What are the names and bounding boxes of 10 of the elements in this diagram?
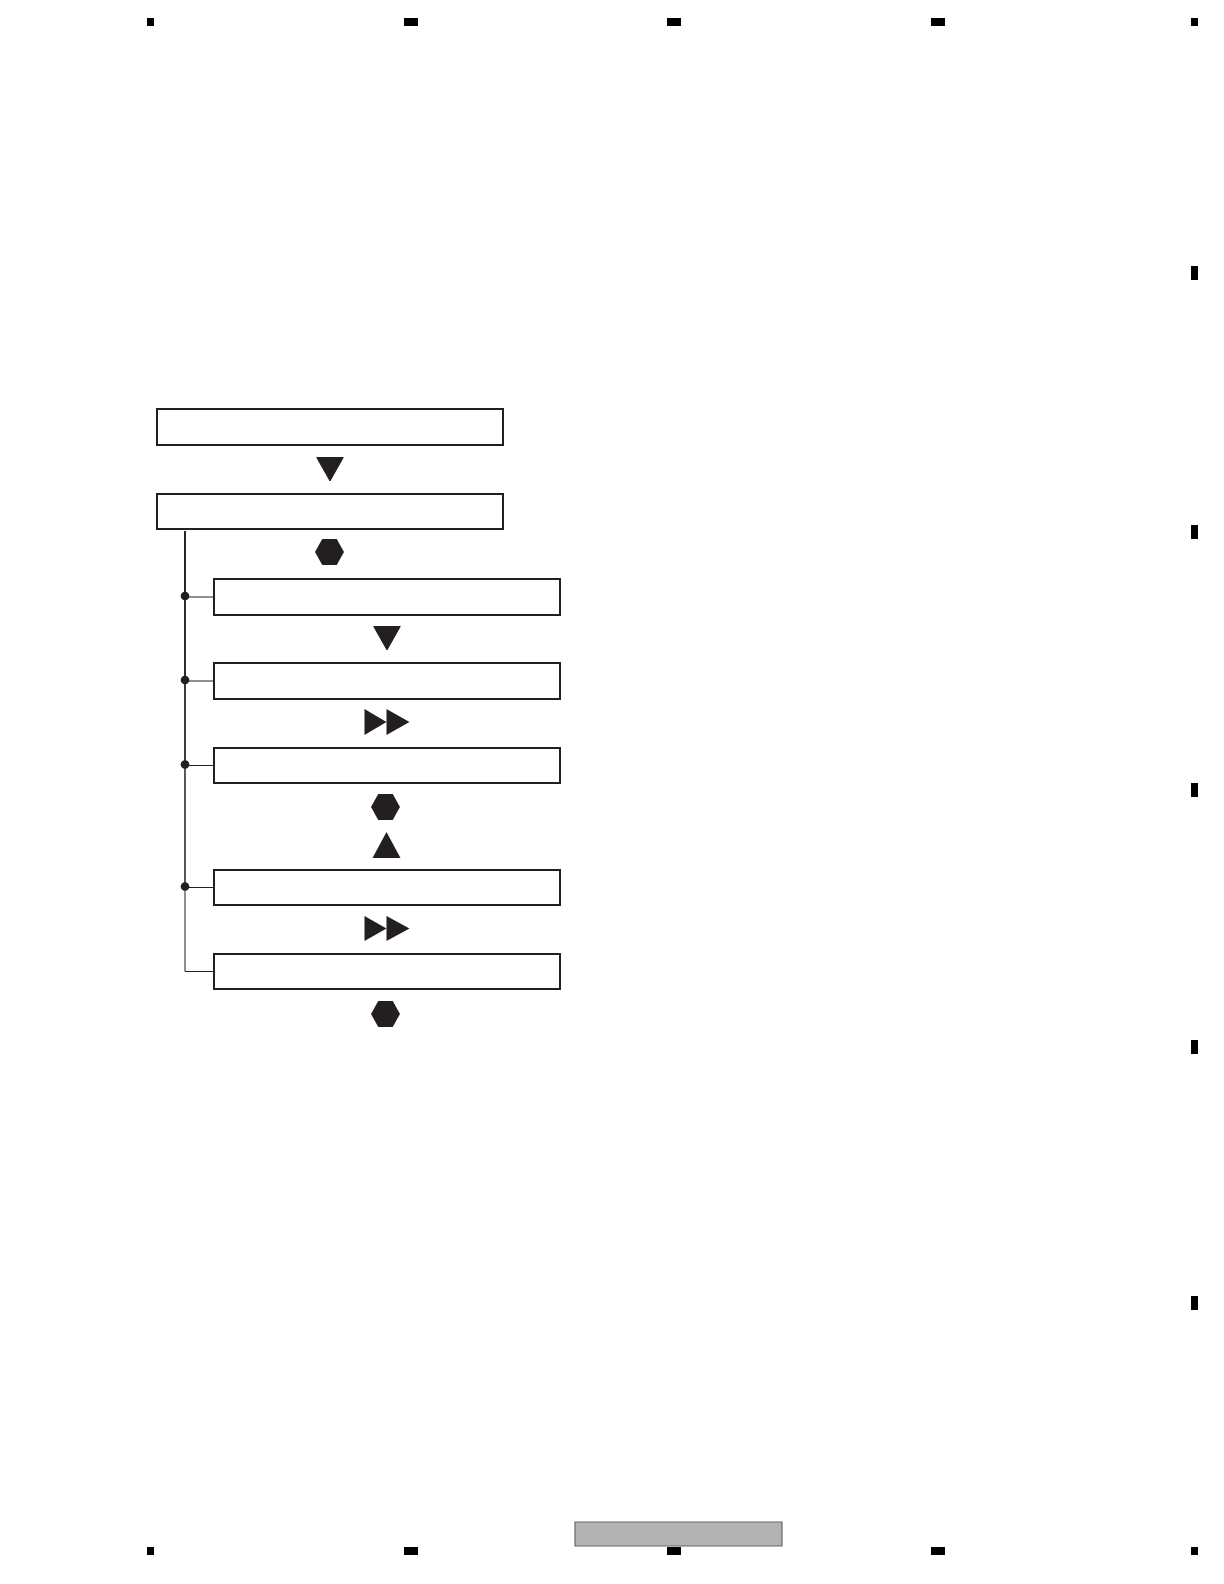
empty-box bbox=[213, 578, 561, 616]
empty-box bbox=[213, 747, 561, 784]
empty-box bbox=[213, 953, 561, 990]
empty-box bbox=[213, 869, 561, 906]
connector-line bbox=[184, 530, 214, 972]
empty-box bbox=[156, 408, 504, 446]
block-arrow bbox=[373, 625, 401, 651]
block-arrow bbox=[316, 456, 344, 482]
empty-box bbox=[213, 662, 561, 700]
empty-box bbox=[156, 493, 504, 530]
